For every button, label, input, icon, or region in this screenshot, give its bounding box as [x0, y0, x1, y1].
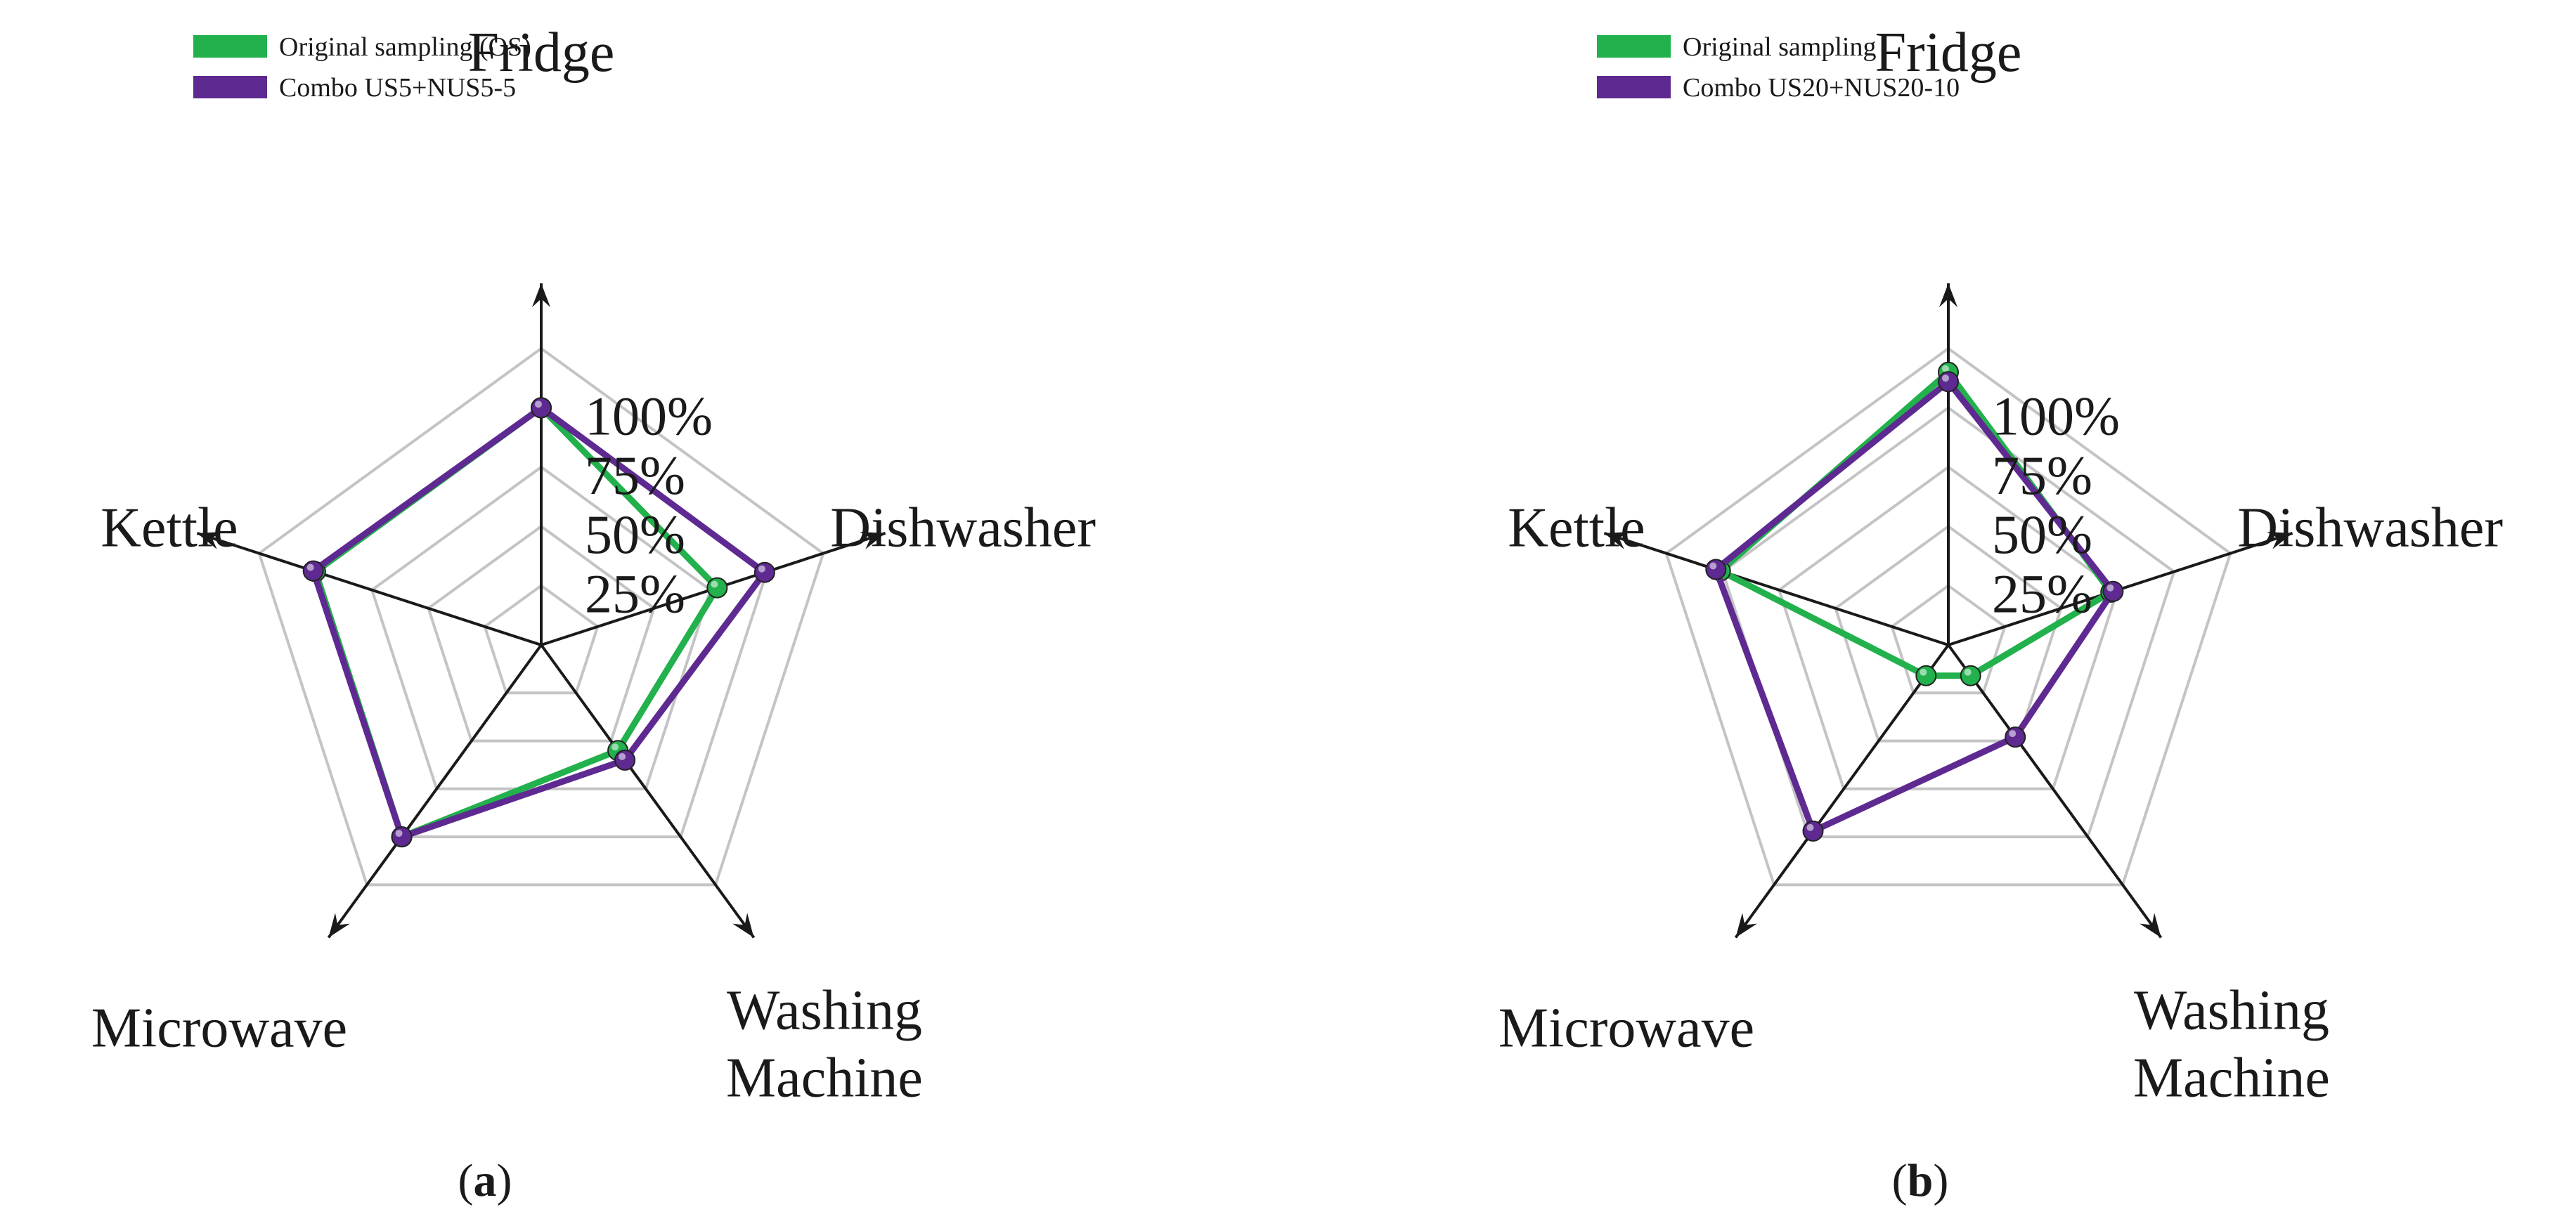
axis-arrowhead [328, 913, 350, 938]
radar-ticks-a: 25%50%75%100% [585, 385, 713, 624]
grid-ring-100 [1721, 405, 2176, 839]
tick-label: 50% [585, 504, 685, 565]
tick-label: 100% [1992, 385, 2120, 446]
point-dishwasher [753, 561, 775, 583]
point-highlight [1806, 823, 1814, 831]
axis-kettle [1603, 531, 1949, 646]
point-highlight [758, 565, 765, 573]
grid-ring-25 [483, 584, 600, 695]
axis-label-dishwasher: Dishwasher [2237, 497, 2503, 559]
axis-label-kettle: Kettle [101, 497, 238, 559]
point-dishwasher [2102, 580, 2124, 602]
axis-label-microwave: Microwave [1499, 997, 1754, 1059]
point-microwave [1915, 665, 1937, 686]
axis-arrowhead [197, 532, 223, 549]
point-microwave [391, 826, 413, 848]
legend-b: Original sampling Combo US20+NUS20-10 [1597, 32, 1960, 103]
axis-label-microwave: Microwave [91, 997, 347, 1059]
legend-label-combo: Combo US20+NUS20-10 [1683, 73, 1960, 103]
point-highlight [395, 830, 403, 837]
tick-label: 50% [1992, 504, 2092, 565]
point-highlight [619, 752, 626, 760]
legend-label-os: Original sampling (OS) [279, 32, 531, 62]
point-washing-machine [1960, 665, 1981, 686]
radar-ticks-b: 25%50%75%100% [1992, 385, 2120, 624]
point-kettle [302, 560, 324, 582]
series-line [1712, 378, 2116, 835]
point-highlight [535, 400, 542, 408]
axis-microwave [327, 644, 543, 939]
legend-label-os: Original sampling [1683, 32, 1876, 62]
axis-arrowhead [2140, 913, 2161, 938]
grid-ring-50 [427, 524, 656, 743]
series-line [310, 404, 768, 840]
axis-washing-machine [540, 644, 756, 939]
point-highlight [306, 563, 314, 571]
axis-label-fridge: Fridge [1875, 22, 2022, 84]
axis-arrowhead [1939, 283, 1957, 308]
grid-ring-50 [1834, 524, 2063, 743]
legend-swatch-combo [1597, 76, 1671, 98]
point-fridge [531, 397, 552, 419]
legend-swatch-combo [193, 76, 267, 98]
point-highlight [1920, 668, 1927, 676]
axis-label-kettle: Kettle [1508, 497, 1645, 559]
tick-label: 75% [585, 445, 685, 506]
legend-swatch-os [1597, 35, 1671, 58]
legend-label-combo: Combo US5+NUS5-5 [279, 73, 516, 103]
point-dishwasher [706, 577, 728, 599]
axis-arrowhead [1735, 913, 1757, 938]
grid-ring-25 [1890, 584, 2007, 695]
radar-panel-a: Original sampling (OS) Combo US5+NUS5-5 … [91, 22, 1096, 1206]
point-highlight [2009, 730, 2017, 738]
point-washing-machine [614, 749, 636, 771]
point-highlight [611, 743, 619, 751]
tick-label: 25% [585, 563, 685, 625]
axis-label-fridge: Fridge [468, 22, 615, 84]
point-highlight [1964, 668, 1972, 676]
radar-axes-a [196, 283, 886, 939]
point-highlight [1942, 374, 1949, 382]
axis-arrowhead [860, 532, 886, 549]
axis-kettle [196, 531, 542, 646]
tick-label: 25% [1992, 563, 2092, 625]
point-fridge [1938, 371, 1959, 393]
series-combo-us20-nus20-10 [1705, 371, 2124, 842]
axis-arrowhead [532, 283, 550, 308]
radar-chart-a: Original sampling (OS) Combo US5+NUS5-5 … [91, 22, 1096, 1206]
axis-arrowhead [2267, 532, 2293, 549]
point-highlight [1709, 562, 1717, 570]
radar-grid-b [1664, 346, 2232, 887]
grid-ring-125 [1664, 346, 2232, 887]
point-highlight [2106, 584, 2114, 592]
radar-grid-a [257, 346, 825, 887]
tick-label: 100% [585, 385, 713, 446]
point-kettle [1705, 559, 1727, 580]
radar-panel-b: Original sampling Combo US20+NUS20-10 25… [1288, 0, 2575, 1226]
point-washing-machine [2005, 726, 2026, 748]
caption-b: (b) [1892, 1155, 1949, 1206]
axis-arrowhead [1604, 532, 1630, 549]
grid-ring-125 [257, 346, 825, 887]
tick-label: 75% [1992, 445, 2092, 506]
point-highlight [711, 580, 718, 588]
point-highlight [1942, 365, 1949, 372]
grid-ring-75 [1777, 465, 2120, 790]
axis-microwave [1734, 644, 1950, 939]
radar-chart-b: Original sampling Combo US20+NUS20-10 25… [1499, 22, 2503, 1206]
point-microwave [1802, 820, 1824, 842]
axis-label-dishwasher: Dishwasher [830, 497, 1096, 559]
radar-series-b [1705, 361, 2124, 842]
radar-series-a [302, 397, 775, 848]
axis-arrowhead [732, 913, 754, 938]
caption-a: (a) [458, 1155, 512, 1206]
series-combo-us5-nus5-5 [302, 397, 775, 848]
legend-a: Original sampling (OS) Combo US5+NUS5-5 [193, 32, 531, 103]
legend-swatch-os [193, 35, 267, 58]
axis-washing-machine [1947, 644, 2163, 939]
